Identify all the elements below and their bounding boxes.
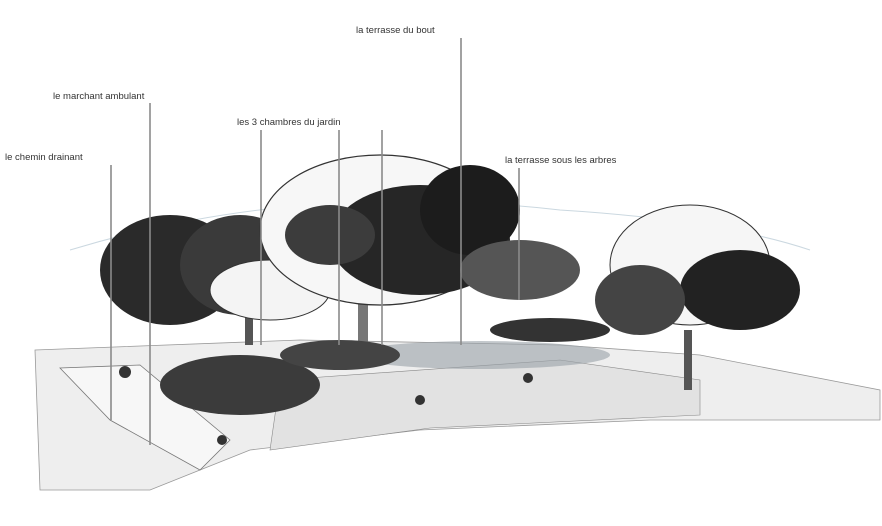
planting-bed xyxy=(280,340,400,370)
label-marchant-ambulant: le marchant ambulant xyxy=(53,91,145,102)
label-terrasse-sous-les-arbres: la terrasse sous les arbres xyxy=(505,155,617,166)
path-strip xyxy=(59,364,231,471)
tree-mid-back xyxy=(460,240,610,342)
label-chambres-du-jardin: les 3 chambres du jardin xyxy=(237,117,341,128)
water-reflection xyxy=(350,341,610,369)
figure-person xyxy=(415,395,425,405)
tree-center xyxy=(259,154,520,345)
label-chemin-drainant: le chemin drainant xyxy=(5,152,83,163)
figure-person xyxy=(217,435,227,445)
leader-lines xyxy=(110,38,520,445)
figure-person xyxy=(523,373,533,383)
figure-cyclist xyxy=(119,366,131,378)
tree-right xyxy=(595,204,800,390)
planting-bed xyxy=(160,355,320,415)
label-terrasse-du-bout: la terrasse du bout xyxy=(356,25,435,36)
